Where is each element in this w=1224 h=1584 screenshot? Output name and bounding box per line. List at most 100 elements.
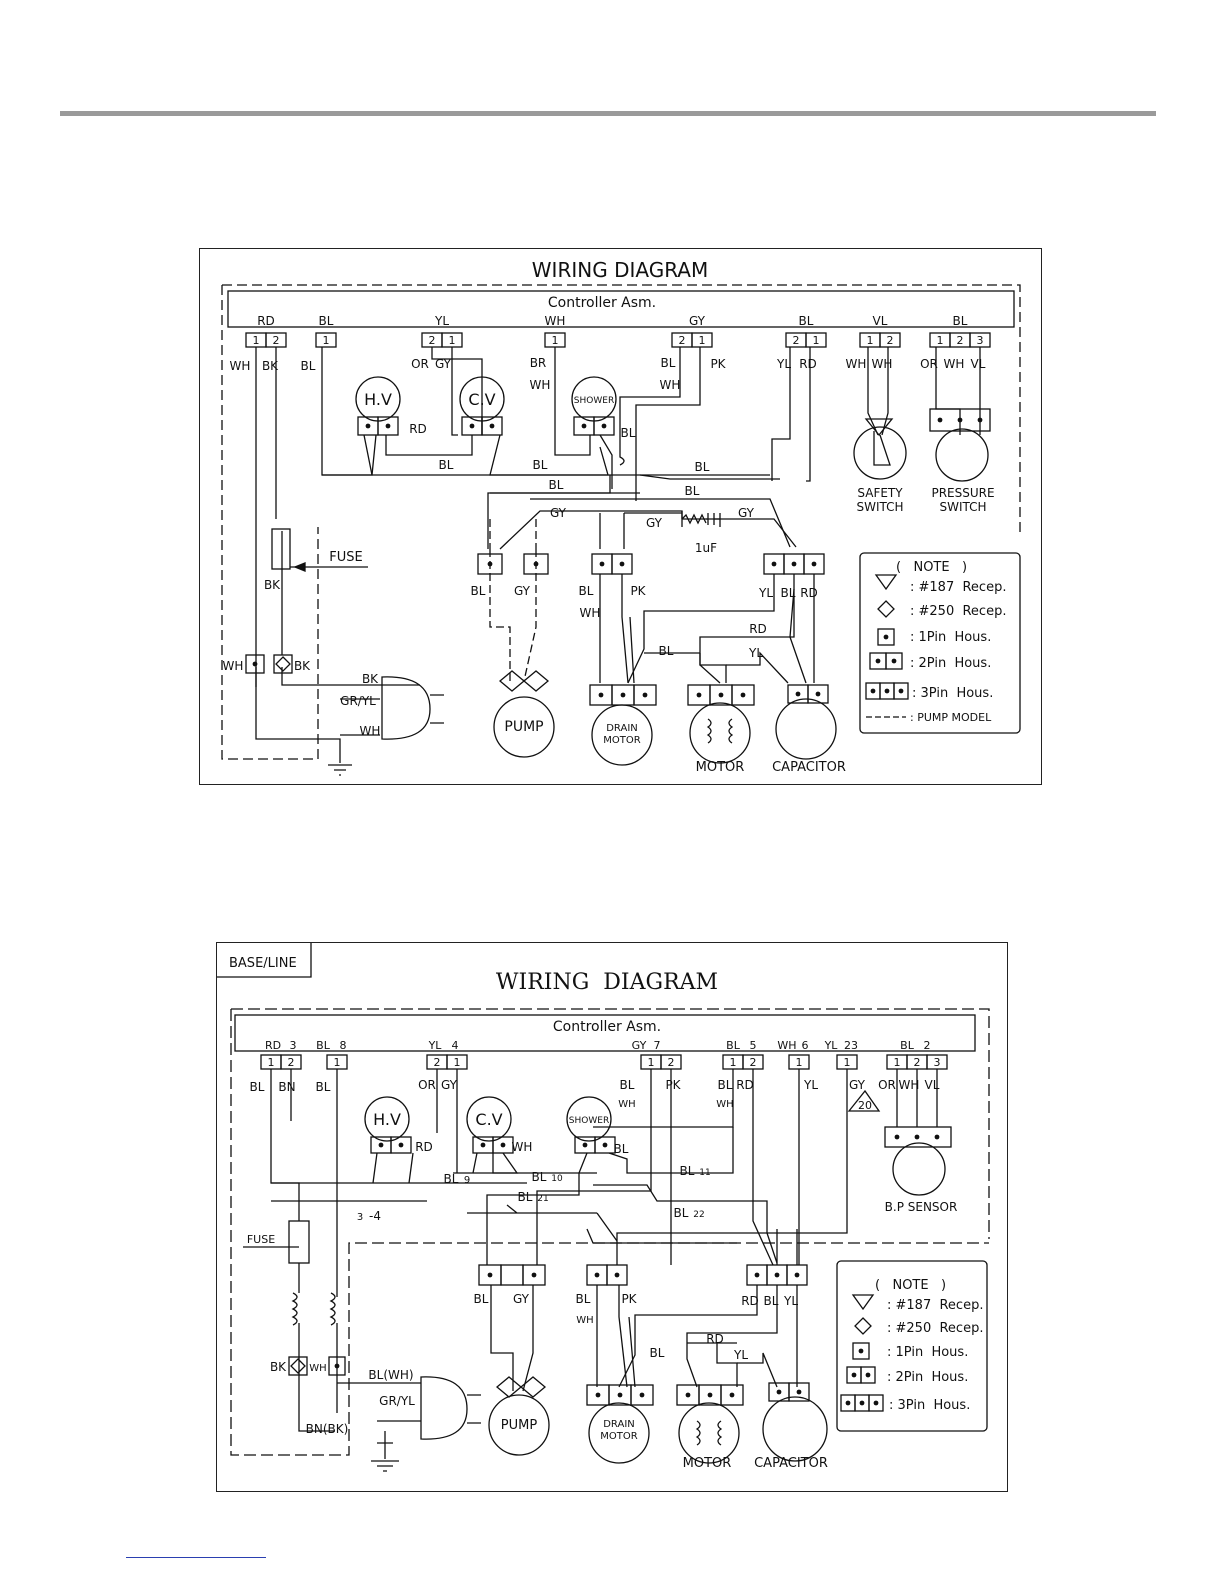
d1-label: BL bbox=[549, 478, 564, 492]
d2-pin: 1 bbox=[844, 1056, 851, 1069]
drain-motor-label: DRAIN bbox=[603, 1419, 635, 1430]
d2-conn-num: 5 bbox=[750, 1039, 757, 1052]
wiring-diagram-1: WIRING DIAGRAM Controller Asm. RD BL YL … bbox=[199, 248, 1042, 785]
d2-conn-7: BL bbox=[900, 1039, 915, 1052]
d2-conn-4: BL bbox=[726, 1039, 741, 1052]
d1-label: RD bbox=[749, 622, 767, 636]
d2-label: 21 bbox=[537, 1194, 548, 1204]
d1-label: BL bbox=[439, 458, 454, 472]
d1-conn-0: RD bbox=[257, 314, 275, 328]
d1-note-row: : #250 Recep. bbox=[910, 604, 1006, 619]
footer-link-rule bbox=[126, 1557, 266, 1558]
d1-pin: 2 bbox=[273, 334, 280, 347]
hv-valve: H.V bbox=[364, 390, 392, 409]
d1-label: YL bbox=[758, 586, 773, 600]
safety-switch-label: SWITCH bbox=[856, 500, 903, 514]
d2-label: BL bbox=[474, 1292, 489, 1306]
d1-label: RD bbox=[800, 586, 818, 600]
d2-pin: 1 bbox=[648, 1056, 655, 1069]
shower-valve: SHOWER bbox=[569, 1116, 609, 1126]
d1-label: BL bbox=[579, 584, 594, 598]
d1-pin: 3 bbox=[977, 334, 984, 347]
d1-label: BL bbox=[685, 484, 700, 498]
d2-wire: VL bbox=[925, 1078, 940, 1092]
d1-label: PK bbox=[630, 584, 646, 598]
d1-label: GR/YL bbox=[340, 694, 376, 708]
d1-label: YL bbox=[748, 646, 763, 660]
pressure-switch-label: PRESSURE bbox=[931, 486, 994, 500]
d2-label: YL bbox=[733, 1348, 748, 1362]
pump-label: PUMP bbox=[504, 719, 543, 735]
d2-wire: RD bbox=[736, 1078, 754, 1092]
d2-conn-0: RD bbox=[265, 1039, 281, 1052]
d2-label: BL bbox=[518, 1190, 533, 1204]
d1-label: GY bbox=[550, 506, 567, 520]
d1-label: BK bbox=[294, 659, 311, 673]
d2-conn-num: 8 bbox=[340, 1039, 347, 1052]
d1-note-row: : PUMP MODEL bbox=[910, 711, 992, 724]
d1-label: BL bbox=[659, 644, 674, 658]
d2-wire: BL bbox=[620, 1078, 635, 1092]
d2-conn-1: BL bbox=[316, 1039, 331, 1052]
d1-pin: 1 bbox=[937, 334, 944, 347]
drain-motor-label: MOTOR bbox=[603, 735, 640, 746]
d2-pin: 2 bbox=[914, 1056, 921, 1069]
d2-label: BL bbox=[444, 1172, 459, 1186]
d1-controller: Controller Asm. bbox=[548, 295, 656, 311]
d1-wire: WH bbox=[530, 378, 551, 392]
d2-label: WH bbox=[576, 1315, 593, 1326]
pressure-switch-label: SWITCH bbox=[939, 500, 986, 514]
safety-switch-label: SAFETY bbox=[857, 486, 903, 500]
d2-label: RD bbox=[741, 1294, 759, 1308]
d2-controller: Controller Asm. bbox=[553, 1019, 661, 1035]
d1-conn-5: BL bbox=[799, 314, 814, 328]
d1-pin: 2 bbox=[957, 334, 964, 347]
d2-conn-5: WH bbox=[777, 1039, 796, 1052]
capacitor-value: 1uF bbox=[695, 541, 717, 555]
d1-label: BL bbox=[695, 460, 710, 474]
d2-pin: 1 bbox=[268, 1056, 275, 1069]
d2-wire: WH bbox=[716, 1099, 733, 1110]
d1-pin: 1 bbox=[867, 334, 874, 347]
shower-valve: SHOWER bbox=[574, 396, 614, 406]
d2-label: PK bbox=[621, 1292, 637, 1306]
hv-valve: H.V bbox=[373, 1110, 401, 1129]
d2-pin: 1 bbox=[334, 1056, 341, 1069]
wiring-diagram-1-svg: WIRING DIAGRAM Controller Asm. RD BL YL … bbox=[221, 258, 1021, 776]
d1-pin: 1 bbox=[449, 334, 456, 347]
d2-label: WH bbox=[512, 1140, 533, 1154]
d2-label: RD bbox=[415, 1140, 433, 1154]
capacitor-label: CAPACITOR bbox=[754, 1456, 828, 1471]
d2-label: WH bbox=[309, 1363, 326, 1374]
d1-note-row: : #187 Recep. bbox=[910, 580, 1006, 595]
motor-label: MOTOR bbox=[696, 760, 745, 775]
d1-wire: WH bbox=[660, 378, 681, 392]
d2-label: BL bbox=[532, 1170, 547, 1184]
d2-conn-num: 7 bbox=[654, 1039, 661, 1052]
d2-pin: 2 bbox=[750, 1056, 757, 1069]
d1-label: BK bbox=[362, 672, 379, 686]
d2-wire: WH bbox=[899, 1078, 920, 1092]
d2-conn-num: 4 bbox=[452, 1039, 459, 1052]
d1-note-row: : 1Pin Hous. bbox=[910, 630, 991, 645]
d2-pin: 1 bbox=[454, 1056, 461, 1069]
d1-pin: 2 bbox=[429, 334, 436, 347]
d1-label: GY bbox=[646, 516, 663, 530]
d1-conn-4: GY bbox=[689, 314, 706, 328]
d1-pin: 1 bbox=[813, 334, 820, 347]
d1-wire: BK bbox=[262, 359, 279, 373]
d1-pin: 1 bbox=[323, 334, 330, 347]
d1-note-title: ( NOTE ) bbox=[896, 560, 967, 575]
d2-label: 11 bbox=[699, 1168, 710, 1178]
base-line-tag: BASE/LINE bbox=[229, 956, 297, 971]
d2-wire: BN bbox=[278, 1080, 295, 1094]
d2-label: 3 bbox=[357, 1212, 363, 1223]
d2-conn-num: 3 bbox=[290, 1039, 297, 1052]
d1-wire: BL bbox=[661, 356, 676, 370]
d2-wire: BL bbox=[250, 1080, 265, 1094]
d1-pin: 2 bbox=[887, 334, 894, 347]
d2-wire: YL bbox=[803, 1078, 818, 1092]
d2-pin: 3 bbox=[934, 1056, 941, 1069]
d2-label: GY bbox=[513, 1292, 530, 1306]
d1-wire: BL bbox=[301, 359, 316, 373]
